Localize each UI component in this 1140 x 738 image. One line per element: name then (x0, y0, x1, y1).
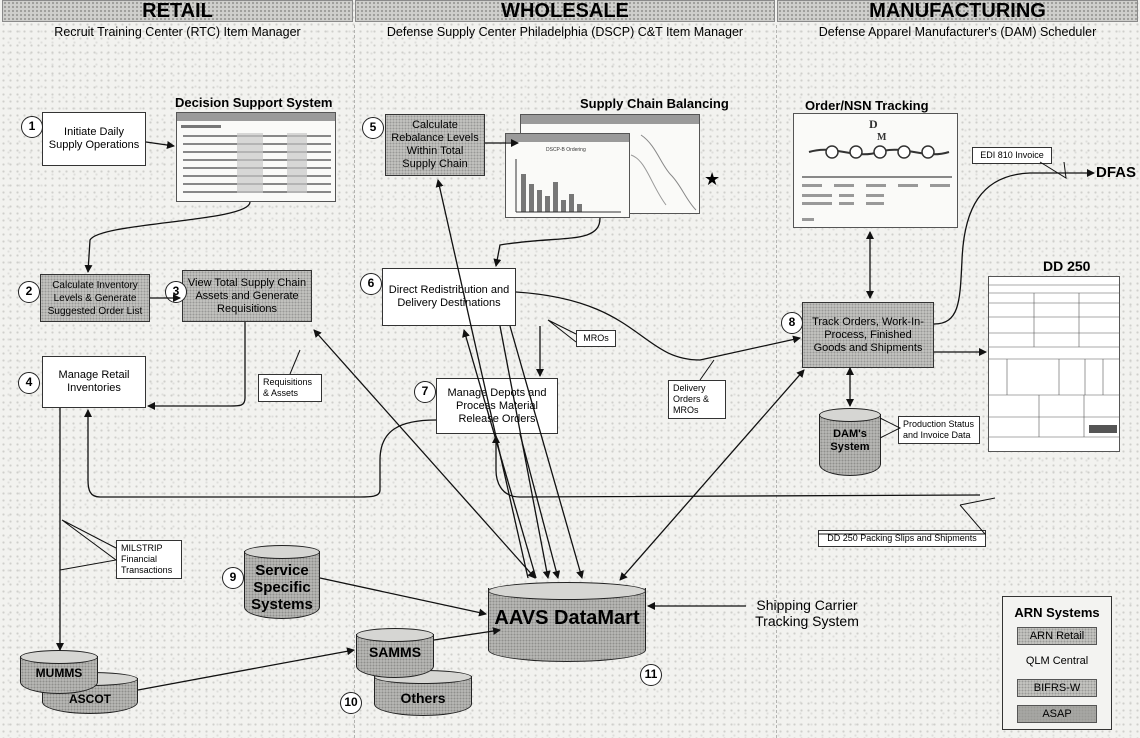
step-number-6: 6 (360, 273, 382, 295)
supply-chain-balancing-title: Supply Chain Balancing (580, 96, 729, 111)
star-icon: ★ (704, 169, 721, 189)
supply-chain-chart-screenshot: DSCP-B Ordering (505, 133, 630, 218)
mumms-database: MUMMS (20, 650, 98, 694)
production-status-tag: Production Status and Invoice Data (898, 416, 980, 444)
step-5-calculate-rebalance[interactable]: Calculate Rebalance Levels Within Total … (385, 114, 485, 176)
step-1-initiate-supply-ops[interactable]: Initiate Daily Supply Operations (42, 112, 146, 166)
step-number-10: 10 (340, 692, 362, 714)
svg-text:DSCP-B Ordering: DSCP-B Ordering (546, 147, 586, 153)
order-tracking-screenshot: D M (793, 113, 958, 228)
svg-text:D: D (869, 117, 878, 131)
step-2-calculate-inventory[interactable]: Calculate Inventory Levels & Generate Su… (40, 274, 150, 322)
dd250-title: DD 250 (1043, 258, 1091, 274)
step-4-manage-retail-inventories[interactable]: Manage Retail Inventories (42, 356, 146, 408)
step-6-direct-redistribution[interactable]: Direct Redistribution and Delivery Desti… (382, 268, 516, 326)
requisitions-tag: Requisitions & Assets (258, 374, 322, 402)
retail-header: RETAIL (2, 0, 353, 22)
step-number-2: 2 (18, 281, 40, 303)
step-8-track-orders[interactable]: Track Orders, Work-In-Process, Finished … (802, 302, 934, 368)
step-3-view-supply-chain[interactable]: View Total Supply Chain Assets and Gener… (182, 270, 312, 322)
decision-support-screenshot (176, 112, 336, 202)
dd250-form (988, 276, 1120, 452)
dam-system-database: DAM's System (819, 408, 881, 476)
order-tracking-title: Order/NSN Tracking (805, 98, 929, 113)
svg-text:M: M (877, 132, 887, 143)
wholesale-header: WHOLESALE (355, 0, 775, 22)
legend-title: ARN Systems (1014, 605, 1100, 620)
legend-item-bifrs-w: BIFRS-W (1017, 679, 1097, 697)
step-number-9: 9 (222, 567, 244, 589)
others-database: Others (374, 670, 472, 716)
step-number-1: 1 (21, 116, 43, 138)
wholesale-subtitle: Defense Supply Center Philadelphia (DSCP… (386, 25, 744, 39)
step-number-5: 5 (362, 117, 384, 139)
shipping-carrier-label: Shipping Carrier Tracking System (755, 597, 859, 629)
service-specific-systems-database: Service Specific Systems (244, 545, 320, 619)
decision-support-title: Decision Support System (175, 95, 333, 110)
step-number-4: 4 (18, 372, 40, 394)
legend-item-asap: ASAP (1017, 705, 1097, 723)
arn-systems-legend: ARN Systems ARN Retail QLM Central BIFRS… (1002, 596, 1112, 730)
retail-subtitle: Recruit Training Center (RTC) Item Manag… (54, 25, 301, 39)
legend-item-arn-retail: ARN Retail (1017, 627, 1097, 645)
aavs-datamart-database: AAVS DataMart (488, 582, 646, 662)
step-number-11: 11 (640, 664, 662, 686)
dfas-label: DFAS (1096, 164, 1137, 181)
edi-invoice-tag: EDI 810 Invoice (972, 147, 1052, 164)
milstrip-tag: MILSTRIP Financial Transactions (116, 540, 182, 579)
samms-database: SAMMS (356, 628, 434, 678)
legend-item-qlm-central: QLM Central (1025, 655, 1089, 667)
mros-tag: MROs (576, 330, 616, 347)
manufacturing-header: MANUFACTURING (777, 0, 1138, 22)
manufacturing-subtitle: Defense Apparel Manufacturer's (DAM) Sch… (818, 25, 1097, 39)
step-number-8: 8 (781, 312, 803, 334)
